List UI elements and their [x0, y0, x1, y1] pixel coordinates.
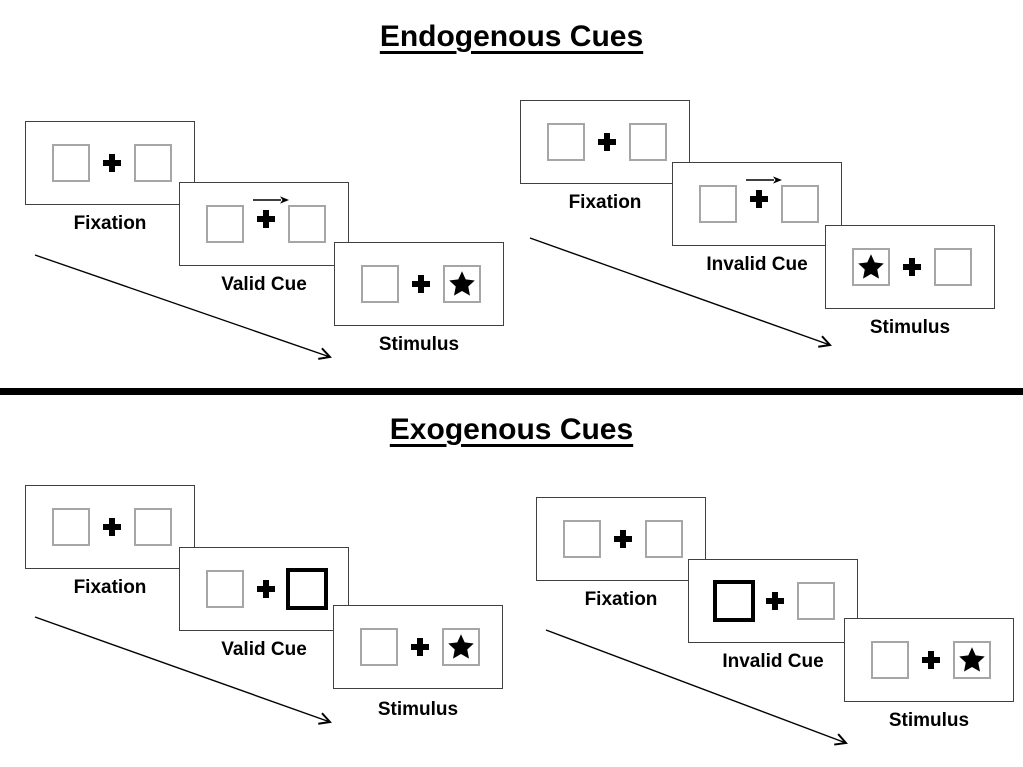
stimulus-panel: [333, 605, 503, 689]
right-box: [934, 248, 972, 286]
right-box: [443, 265, 481, 303]
right-box: [953, 641, 991, 679]
panel-label: Valid Cue: [221, 274, 307, 295]
panel-label: Stimulus: [377, 699, 459, 720]
left-box: [52, 508, 90, 546]
star-icon: [959, 647, 985, 672]
fixation-cross-icon: [257, 580, 275, 598]
panel-label: Invalid Cue: [722, 651, 824, 672]
right-box: [134, 508, 172, 546]
panel-label: Stimulus: [378, 334, 460, 355]
fixation-cross-icon: [412, 275, 430, 293]
section-divider: [0, 388, 1023, 395]
left-box: [871, 641, 909, 679]
left-box: [361, 265, 399, 303]
left-box: [52, 144, 90, 182]
section-title-exogenous: Exogenous Cues: [389, 413, 634, 446]
panel-label: Fixation: [568, 192, 642, 213]
invalid-cue-panel: [672, 162, 842, 246]
fixation-cross-icon: [411, 638, 429, 656]
right-box: [442, 628, 480, 666]
sequence-arrow-icon: [34, 616, 332, 725]
right-box: [645, 520, 683, 558]
cue-box: [713, 580, 755, 622]
cue-arrow-icon: [253, 196, 289, 204]
right-box: [781, 185, 819, 223]
cue-arrow-icon: [746, 176, 782, 184]
left-box: [852, 248, 890, 286]
fixation-panel: [520, 100, 690, 184]
section-title-endogenous: Endogenous Cues: [379, 20, 644, 53]
stimulus-panel: [825, 225, 995, 309]
valid-cue-panel: [179, 547, 349, 631]
right-box: [134, 144, 172, 182]
left-box: [547, 123, 585, 161]
panel-label: Fixation: [584, 589, 658, 610]
valid-cue-panel: [179, 182, 349, 266]
sequence-arrow-icon: [34, 254, 332, 360]
left-box: [206, 205, 244, 243]
fixation-cross-icon: [103, 154, 121, 172]
fixation-cross-icon: [750, 190, 768, 208]
fixation-cross-icon: [766, 592, 784, 610]
stimulus-panel: [334, 242, 504, 326]
right-box: [288, 205, 326, 243]
left-box: [563, 520, 601, 558]
sequence-arrow-icon: [545, 629, 848, 746]
left-box: [699, 185, 737, 223]
fixation-cross-icon: [903, 258, 921, 276]
invalid-cue-panel: [688, 559, 858, 643]
panel-label: Stimulus: [888, 710, 970, 731]
panel-label: Fixation: [73, 577, 147, 598]
panel-label: Fixation: [73, 213, 147, 234]
left-box: [206, 570, 244, 608]
star-icon: [448, 634, 474, 659]
left-box: [360, 628, 398, 666]
fixation-cross-icon: [922, 651, 940, 669]
star-icon: [858, 254, 884, 279]
fixation-cross-icon: [103, 518, 121, 536]
fixation-cross-icon: [257, 210, 275, 228]
panel-label: Valid Cue: [221, 639, 307, 660]
cue-box: [286, 568, 328, 610]
stimulus-panel: [844, 618, 1014, 702]
right-box: [797, 582, 835, 620]
fixation-panel: [25, 121, 195, 205]
fixation-panel: [25, 485, 195, 569]
fixation-cross-icon: [614, 530, 632, 548]
panel-label: Stimulus: [869, 317, 951, 338]
right-box: [629, 123, 667, 161]
star-icon: [449, 271, 475, 296]
fixation-panel: [536, 497, 706, 581]
panel-label: Invalid Cue: [706, 254, 808, 275]
fixation-cross-icon: [598, 133, 616, 151]
